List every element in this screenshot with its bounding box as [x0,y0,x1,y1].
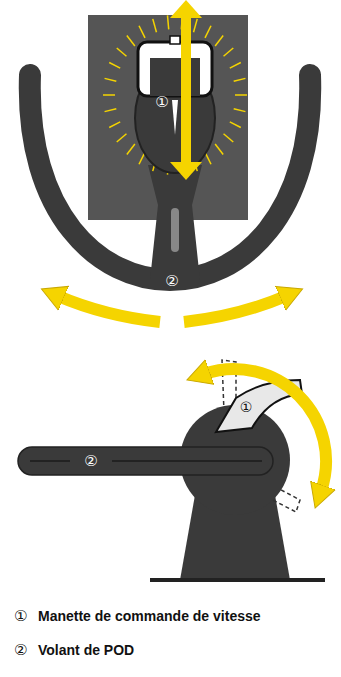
glow-ray [224,48,234,56]
wheel-groove [112,460,262,462]
callout-number: ② [165,273,178,290]
glow-ray [105,78,117,81]
glow-ray [235,94,247,96]
glow-ray [109,62,120,68]
glow-ray [103,94,115,96]
part-name: Manette de commande de vitesse [38,609,261,624]
glow-ray [117,134,127,142]
push-pull-arrow [181,16,191,164]
callout-number: ② [14,642,27,659]
glow-ray [109,122,120,128]
glow-ray [117,48,127,56]
glow-ray [153,19,157,32]
lever-pointer [172,100,178,135]
base-line [150,578,325,582]
stem-slot [171,208,179,252]
glow-ray [215,36,223,46]
lever-tab [170,36,180,44]
glow-ray [205,26,211,38]
glow-ray [234,78,246,81]
callout-number: ① [155,94,168,111]
lever-arc-arrow [204,369,326,491]
glow-ray [230,122,241,128]
glow-ray [230,62,241,68]
wheel-groove [30,460,70,462]
glow-ray [139,26,145,38]
callout-number: ② [84,453,97,470]
glow-rays [103,15,247,174]
glow-ray [194,19,198,32]
part-name: Volant de POD [38,643,134,658]
turn-arrow-right [184,296,286,322]
callout-number: ① [240,400,253,415]
turn-arrow-left [58,296,160,322]
steering-wheel-side [18,447,273,475]
arrow-head [170,0,202,18]
callout-number: ① [14,608,27,625]
glow-ray [167,15,168,29]
glow-ray [224,134,234,142]
speed-lever [138,42,212,96]
glow-ray [215,144,223,154]
lever-inner [150,58,200,96]
wheel-stem [148,165,202,280]
glow-ray [127,144,135,154]
glow-ray [234,109,246,112]
glow-ray [127,36,135,46]
glow-ray [105,109,117,112]
arrow-head [170,162,202,180]
